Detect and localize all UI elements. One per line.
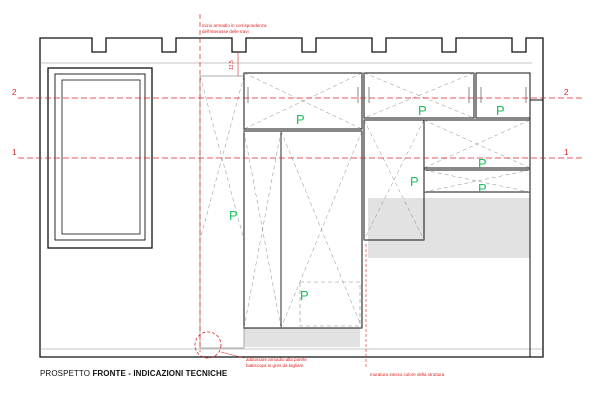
panel-label-lower-door: P (300, 288, 309, 303)
panel-label-top-right-cabinet: P (496, 103, 505, 118)
bottom-note-leader (220, 351, 245, 359)
dimension-label: 12,5 (229, 60, 235, 70)
main-wardrobe (243, 130, 363, 329)
floor-shade-left (244, 328, 360, 347)
section-marker-2-left: 2 (12, 88, 17, 97)
section-marker-1-right: 1 (564, 148, 569, 157)
panel-label-tall-column: P (229, 208, 238, 223)
caption-prefix: PROSPETTO (40, 369, 91, 378)
section-marker-1-left: 1 (12, 148, 17, 157)
bottom-note-line2: battiscopa in gres da tagliare (246, 363, 304, 368)
panel-label-top-mid-cabinet: P (418, 103, 427, 118)
right-side-panel (529, 99, 544, 358)
caption-title: FRONTE - INDICAZIONI TECNICHE (92, 369, 228, 378)
floor-shade-right (368, 198, 530, 258)
bottom-right-note: muratura stesso colore della struttura (370, 372, 445, 377)
wall-outline (39, 37, 544, 358)
panel-label-middle-cabinet: P (410, 174, 419, 189)
panel-label-top-left-cabinet: P (296, 112, 305, 127)
top-note-line1: inizio armadio in corrispondenza (202, 23, 267, 28)
right-drawers (423, 119, 531, 193)
bottom-note-line1: addossare armadio alla parete (246, 357, 307, 362)
baseboard-detail-circle (194, 331, 222, 359)
top-note-line2: dell'interasse delle travi (202, 29, 249, 34)
panel-label-drawer-upper: P (478, 156, 487, 171)
top-cabinets (243, 72, 531, 130)
section-marker-2-right: 2 (564, 88, 569, 97)
panel-label-drawer-lower: P (478, 181, 487, 196)
drawing-caption: PROSPETTO FRONTE - INDICAZIONI TECNICHE (40, 369, 227, 378)
